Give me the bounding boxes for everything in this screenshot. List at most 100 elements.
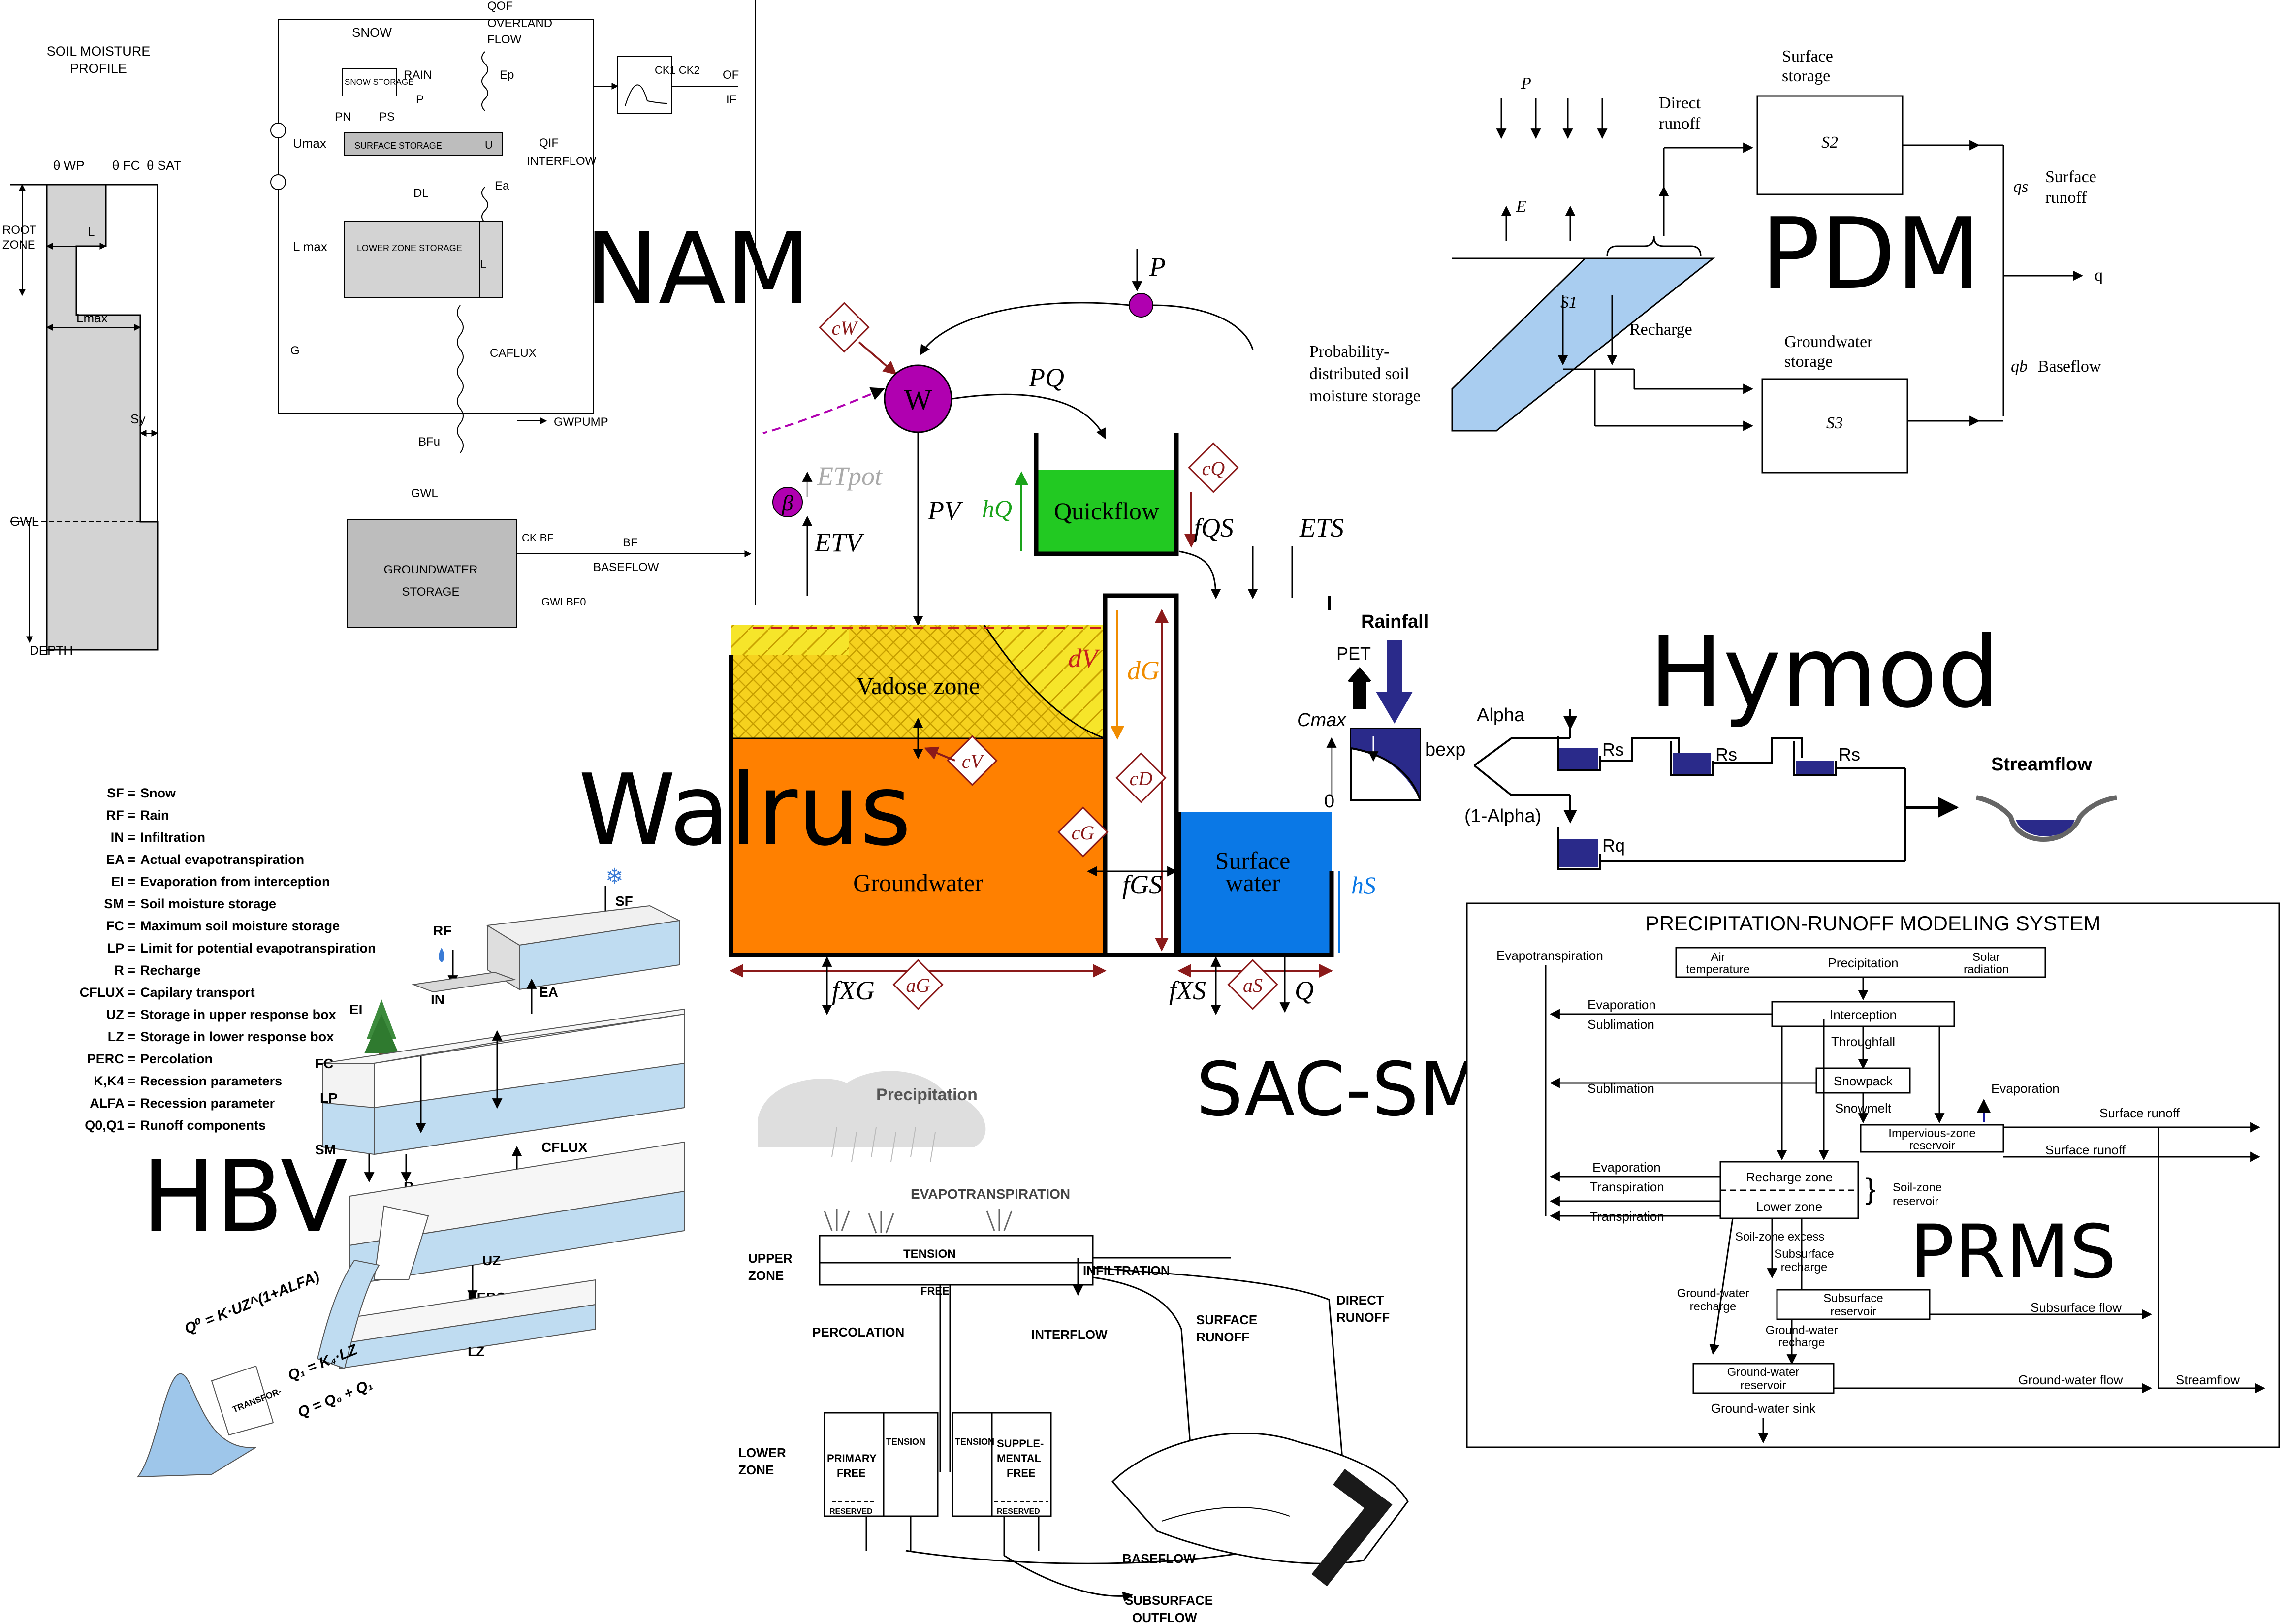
prms-sr-2: Surface runoff — [2045, 1143, 2126, 1157]
walrus-pv: PV — [927, 496, 963, 525]
sac-reserved-a: RESERVED — [829, 1507, 873, 1516]
hbv-fc: FC — [315, 1056, 333, 1071]
sac-upper-2: ZONE — [748, 1268, 784, 1283]
hymod-rq-label: Rq — [1602, 835, 1625, 856]
sac-supp-3: FREE — [1007, 1467, 1036, 1479]
hbv-legend-desc: Recession parameter — [140, 1096, 275, 1111]
pdm-gw-storage-1: Groundwater — [1784, 333, 1873, 351]
sac-tension: TENSION — [903, 1247, 956, 1261]
nam-ck12: CK1 CK2 — [655, 64, 700, 76]
nam-qif: QIF — [539, 136, 559, 150]
hbv-legend-desc: Storage in lower response box — [140, 1029, 334, 1044]
title-pdm: PDM — [1761, 197, 1981, 312]
hbv-uz: UZ — [482, 1253, 501, 1268]
pdm-surface-storage-2: storage — [1782, 67, 1830, 85]
walrus-beta-node — [772, 487, 803, 517]
walrus-etv: ETV — [814, 528, 865, 557]
prms-snowpack: Snowpack — [1834, 1074, 1893, 1088]
hbv-legend-abbr: EI = — [111, 874, 135, 889]
pdm-recharge: Recharge — [1629, 320, 1692, 339]
walrus-cg: cG — [1072, 822, 1095, 844]
prms-gwr-4: recharge — [1778, 1336, 1825, 1349]
sac-lower-1: LOWER — [738, 1445, 786, 1460]
prms-air-1: Air — [1711, 951, 1725, 964]
walrus-ag: aG — [906, 974, 930, 996]
hbv-legend-abbr: R = — [114, 963, 135, 978]
sac-watershed — [1111, 1433, 1409, 1564]
pdm-prob-2: distributed soil — [1309, 365, 1409, 383]
hbv-legend-desc: Percolation — [140, 1051, 213, 1066]
sac-free: FREE — [920, 1285, 950, 1297]
hymod-rs-3: Rs — [1793, 741, 1860, 776]
depth-label: DEPTH — [30, 643, 73, 658]
soil-profile-title-1: SOIL MOISTURE — [47, 44, 151, 59]
hbv-eq1: Q⁰ = K·UZ^(1+ALFA) — [182, 1268, 321, 1337]
hbv-ea: EA — [539, 985, 558, 1000]
walrus-surface-water-box — [1179, 812, 1332, 955]
title-hymod: Hymod — [1649, 615, 2000, 730]
hbv-snow-icon: ❄ — [605, 864, 624, 889]
prms-transp-2: Transpiration — [1590, 1209, 1664, 1224]
prms-imp-1: Impervious-zone — [1888, 1127, 1975, 1140]
hbv-lp: LP — [320, 1090, 338, 1106]
theta-sat-label: θ SAT — [147, 158, 181, 173]
pdm-prob-3: moisture storage — [1309, 387, 1421, 405]
nam-ps: PS — [379, 110, 395, 124]
hbv-legend-abbr: IN = — [111, 830, 135, 845]
walrus-cq: cQ — [1202, 457, 1225, 479]
nam-ep: Ep — [500, 68, 514, 82]
hbv-sf: SF — [615, 893, 633, 909]
hbv-legend-desc: Rain — [140, 808, 169, 823]
nam-snow: SNOW — [352, 25, 392, 40]
prms-subl-1: Sublimation — [1587, 1017, 1654, 1032]
hbv-legend-desc: Capilary transport — [140, 985, 255, 1000]
sac-lower-2: ZONE — [738, 1463, 774, 1477]
walrus-p: P — [1149, 252, 1166, 282]
pdm-direct-2: runoff — [1659, 115, 1701, 133]
sac-surface-runoff-2: RUNOFF — [1196, 1330, 1249, 1344]
nam-umax: Umax — [293, 136, 326, 151]
theta-fc-label: θ FC — [112, 158, 140, 173]
nam-soil-profile: SOIL MOISTURE PROFILE θ WP θ FC θ SAT RO… — [2, 44, 181, 658]
walrus-surface-1: Surface — [1215, 847, 1291, 874]
pdm-gw-storage-2: storage — [1784, 352, 1833, 371]
title-walrus: Walrus — [578, 753, 911, 868]
walrus-dv: dV — [1068, 643, 1101, 673]
prms-evap-2: Evaporation — [1991, 1081, 2060, 1096]
sac-supp-2: MENTAL — [997, 1452, 1041, 1465]
hymod-rs-label-2: Rs — [1715, 744, 1737, 764]
prms-et: Evapotranspiration — [1496, 948, 1603, 963]
pdm-baseflow: Baseflow — [2038, 357, 2101, 376]
nam-g: G — [290, 344, 300, 357]
nam-baseflow: BASEFLOW — [593, 561, 659, 574]
hymod-diagram: Rainfall PET Cmax 0 bexp Alpha (1-Alpha)… — [1297, 611, 2117, 870]
nam-snow-storage: SNOW STORAGE — [345, 77, 413, 87]
prms-soil-1: Soil-zone — [1893, 1181, 1942, 1194]
nam-bf: BF — [623, 536, 638, 549]
root-zone-label-1: ROOT — [2, 223, 37, 237]
pdm-diagram: P E S1 Direct runoff Surface storage S2 … — [1309, 47, 2103, 474]
hymod-rs-2: Rs — [1670, 741, 1737, 776]
sac-reserved-b: RESERVED — [997, 1507, 1040, 1516]
sac-precipitation: Precipitation — [876, 1085, 978, 1104]
prms-evap-1: Evaporation — [1587, 997, 1656, 1012]
nam-pn: PN — [335, 110, 351, 124]
nam-dl: DL — [413, 187, 429, 200]
hbv-legend-abbr: ALFA = — [90, 1096, 135, 1111]
pdm-s2: S2 — [1821, 133, 1838, 152]
sac-upper-1: UPPER — [748, 1251, 793, 1266]
prms-soil-excess: Soil-zone excess — [1735, 1230, 1824, 1243]
sac-tension-b: TENSION — [955, 1437, 994, 1447]
walrus-vadose: Vadose zone — [856, 672, 980, 700]
pdm-e: E — [1516, 197, 1526, 216]
prms-gwres-2: reservoir — [1740, 1379, 1786, 1392]
nam-flow-diagram: SNOW SNOW STORAGE RAIN QOF OVERLAND FLOW… — [270, 0, 756, 628]
walrus-q: Q — [1295, 976, 1314, 1005]
walrus-diagram: P cW W PQ ETpot β ETV PV Quickflow hQ cQ… — [729, 249, 1376, 1016]
nam-gwlbf0: GWLBF0 — [541, 596, 586, 608]
prms-gwr-1: Ground-water — [1677, 1287, 1749, 1300]
hbv-legend-abbr: LP = — [107, 941, 135, 955]
walrus-etpot: ETpot — [817, 461, 883, 491]
hbv-eq3: Q = Q₀ + Q₁ — [295, 1376, 375, 1421]
